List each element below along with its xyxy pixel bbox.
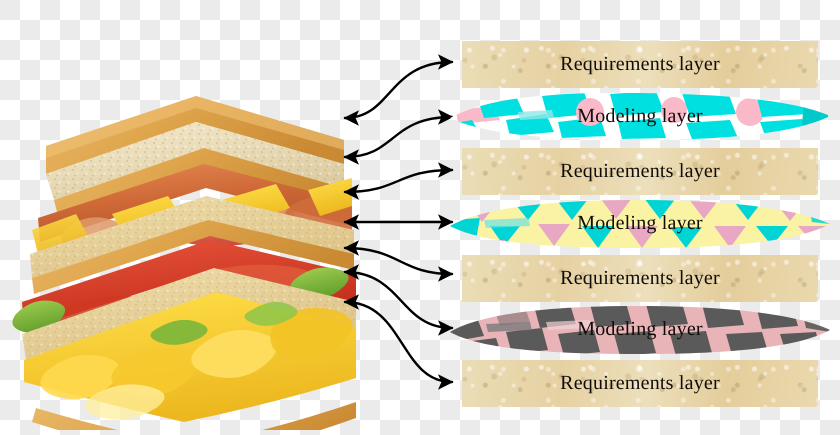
connector-6 <box>343 264 454 336</box>
layer-band-modeling-3[interactable]: Modeling layer <box>450 302 830 356</box>
layer-label: Modeling layer <box>577 211 703 234</box>
layer-label: Requirements layer <box>560 53 720 75</box>
layer-band-requirements-3[interactable]: Requirements layer <box>462 255 818 302</box>
layer-label: Modeling layer <box>577 317 703 340</box>
layer-band-requirements-1[interactable]: Requirements layer <box>462 41 818 88</box>
connector-3 <box>343 162 454 200</box>
connector-2 <box>343 109 454 165</box>
sandwich-bread-bottom <box>22 268 356 360</box>
sandwich-illustration <box>8 78 364 435</box>
connector-5 <box>343 240 454 282</box>
sandwich-filling-bottom <box>24 292 356 422</box>
layer-band-modeling-2[interactable]: Modeling layer <box>450 196 830 250</box>
connector-7 <box>343 294 454 390</box>
layer-label: Modeling layer <box>577 104 703 127</box>
layer-band-requirements-4[interactable]: Requirements layer <box>462 360 818 407</box>
connector-1 <box>343 54 454 126</box>
sandwich-bread-top <box>46 96 344 216</box>
layer-label: Requirements layer <box>560 372 720 394</box>
layer-band-requirements-2[interactable]: Requirements layer <box>462 148 818 195</box>
layer-label: Requirements layer <box>560 267 720 289</box>
sandwich-bread-middle <box>30 196 354 294</box>
layer-label: Requirements layer <box>560 160 720 182</box>
layer-band-modeling-1[interactable]: Modeling layer <box>450 90 830 142</box>
